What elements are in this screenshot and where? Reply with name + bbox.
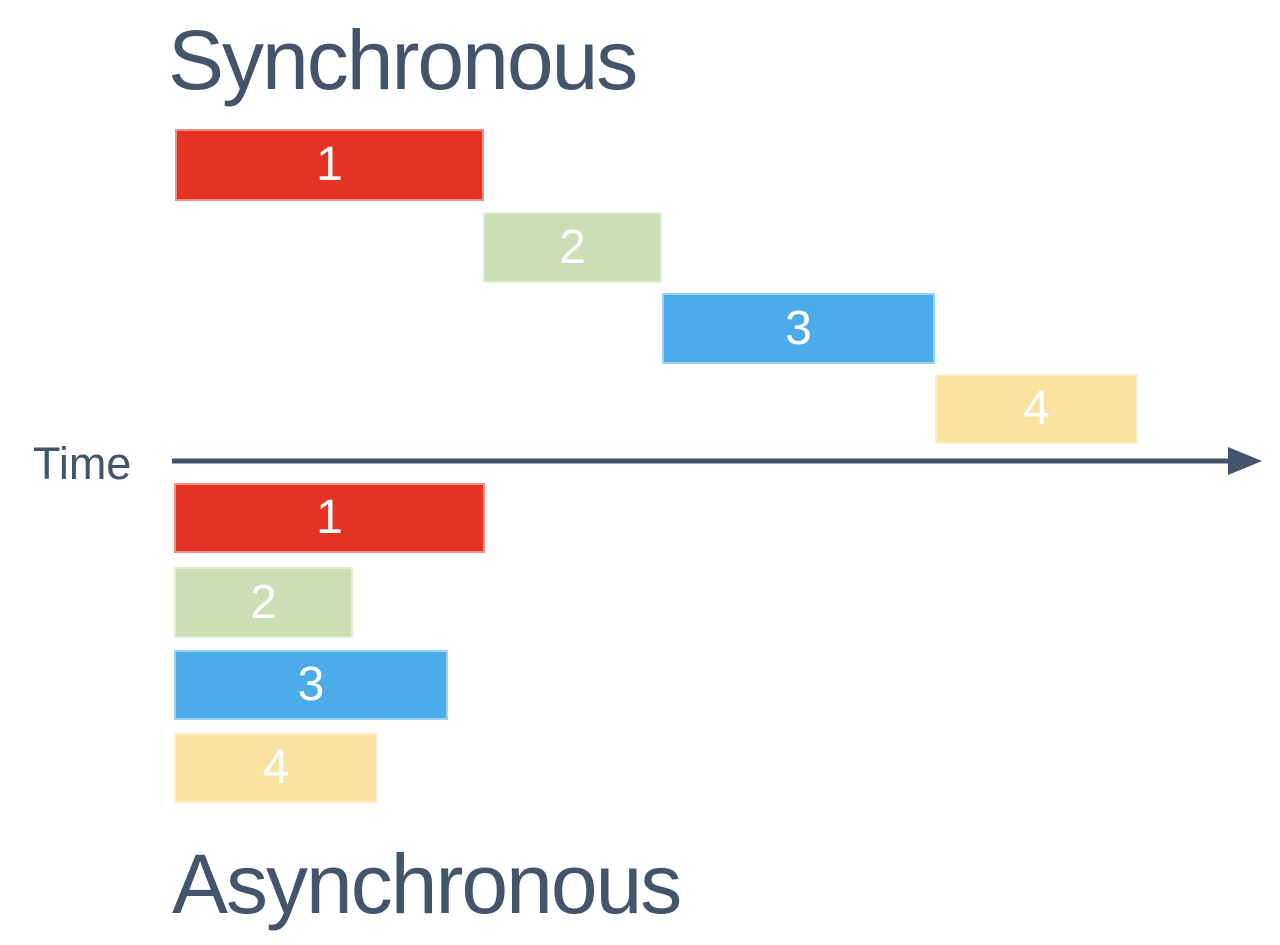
synchronous-bar-3: 3: [662, 293, 935, 364]
asynchronous-bar-4: 4: [174, 733, 378, 803]
synchronous-bar-1: 1: [175, 129, 484, 201]
synchronous-bar-2: 2: [483, 212, 662, 283]
asynchronous-title: Asynchronous: [172, 837, 682, 931]
asynchronous-bar-1: 1: [174, 483, 485, 553]
bar-label: 1: [316, 491, 343, 544]
asynchronous-bar-2: 2: [174, 567, 353, 638]
arrowhead-icon: [1228, 447, 1262, 475]
bar-label: 4: [262, 741, 290, 794]
bar-label: 1: [316, 138, 343, 191]
synchronous-title: Synchronous: [168, 13, 638, 107]
time-axis-label: Time: [33, 438, 132, 489]
bar-label: 2: [559, 220, 586, 274]
asynchronous-bar-3: 3: [174, 650, 448, 720]
synchronous-bar-4: 4: [935, 374, 1138, 444]
bar-label: 3: [297, 658, 325, 711]
bar-label: 2: [250, 575, 277, 629]
bar-label: 3: [785, 301, 812, 355]
bar-label: 4: [1023, 382, 1050, 435]
